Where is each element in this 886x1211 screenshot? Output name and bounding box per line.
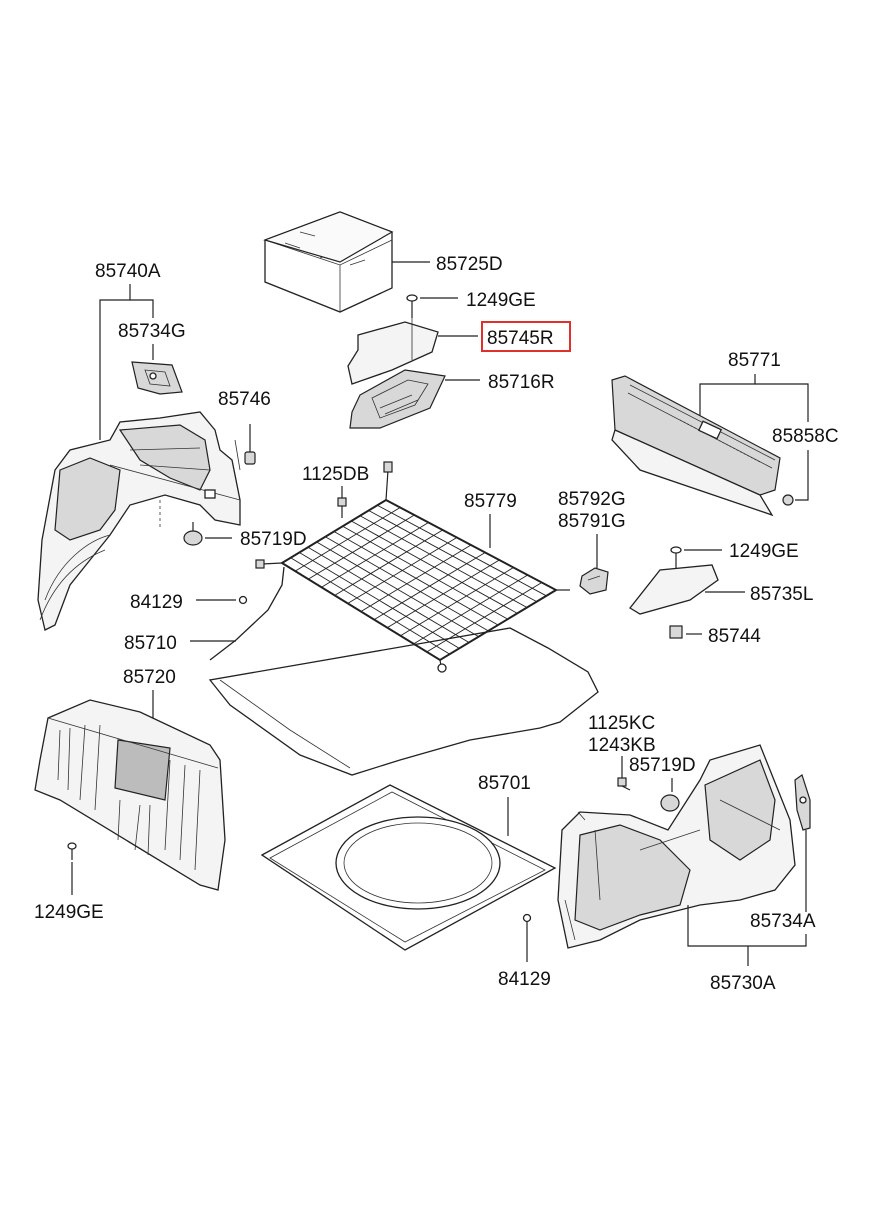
part-85745R-cover[interactable] (347, 318, 439, 385)
screw-1249GE-bottom[interactable] (67, 842, 77, 860)
clip-85858C[interactable] (782, 494, 794, 506)
plug-84129-left[interactable] (238, 595, 248, 605)
part-85740A-left-trim[interactable] (37, 411, 241, 631)
part-85734A-bracket[interactable] (794, 774, 811, 831)
label-85745R: 85745R (487, 328, 554, 349)
clip-85719D-right[interactable] (660, 794, 680, 812)
clip-85719D-left[interactable] (183, 522, 203, 546)
label-85791G: 85791G (558, 511, 626, 532)
label-85716R: 85716R (488, 372, 555, 393)
hook-85792G[interactable] (579, 567, 609, 595)
clip-85746[interactable] (244, 424, 256, 465)
part-85779-cargo-net[interactable] (255, 461, 570, 673)
bolt-1125DB[interactable] (337, 497, 347, 518)
part-85710-trunk-mat[interactable] (208, 566, 599, 776)
part-85734G-bracket[interactable] (131, 361, 183, 395)
part-85735L-panel[interactable] (629, 564, 719, 615)
label-1125KC: 1125KC (588, 713, 655, 734)
label-1249GE-top: 1249GE (466, 290, 536, 311)
net-mesh (290, 504, 547, 655)
part-85725D-box[interactable] (263, 211, 394, 313)
label-85858C: 85858C (772, 426, 839, 447)
highlight-85745R (481, 321, 571, 352)
label-85701: 85701 (478, 773, 531, 794)
label-85730A: 85730A (710, 973, 776, 994)
label-85792G: 85792G (558, 489, 626, 510)
label-1249GE-bottom: 1249GE (34, 902, 104, 923)
label-85735L: 85735L (750, 584, 813, 605)
net-strand (377, 504, 547, 597)
net-strand (426, 582, 543, 653)
label-84129-left: 84129 (130, 592, 183, 613)
plug-84129-bottom[interactable] (522, 913, 532, 923)
part-85701-floor-board[interactable] (260, 784, 557, 951)
label-85720: 85720 (123, 667, 176, 688)
label-85744: 85744 (708, 626, 761, 647)
screw-1249GE-top[interactable] (406, 294, 418, 318)
label-85719D-left: 85719D (240, 529, 307, 550)
label-1249GE-right: 1249GE (729, 541, 799, 562)
label-84129-bottom: 84129 (498, 969, 551, 990)
label-1243KB: 1243KB (588, 735, 656, 756)
label-1125DB: 1125DB (302, 464, 369, 485)
label-85779: 85779 (464, 491, 517, 512)
part-85716R-tray[interactable] (349, 369, 446, 429)
label-85746: 85746 (218, 389, 271, 410)
label-85725D: 85725D (436, 254, 503, 275)
nut-85744[interactable] (669, 625, 683, 639)
part-85771-rear-trim[interactable] (611, 375, 781, 517)
label-85719D-right: 85719D (629, 755, 696, 776)
label-85734G: 85734G (118, 321, 186, 342)
bolt-1125KC[interactable] (617, 777, 631, 791)
label-85771: 85771 (728, 350, 781, 371)
label-85740A: 85740A (95, 261, 161, 282)
part-85730A-right-trim[interactable] (557, 744, 796, 949)
part-85720-partition[interactable] (34, 699, 226, 891)
net-strand (413, 574, 528, 645)
label-85710: 85710 (124, 633, 177, 654)
label-85734A: 85734A (750, 911, 816, 932)
